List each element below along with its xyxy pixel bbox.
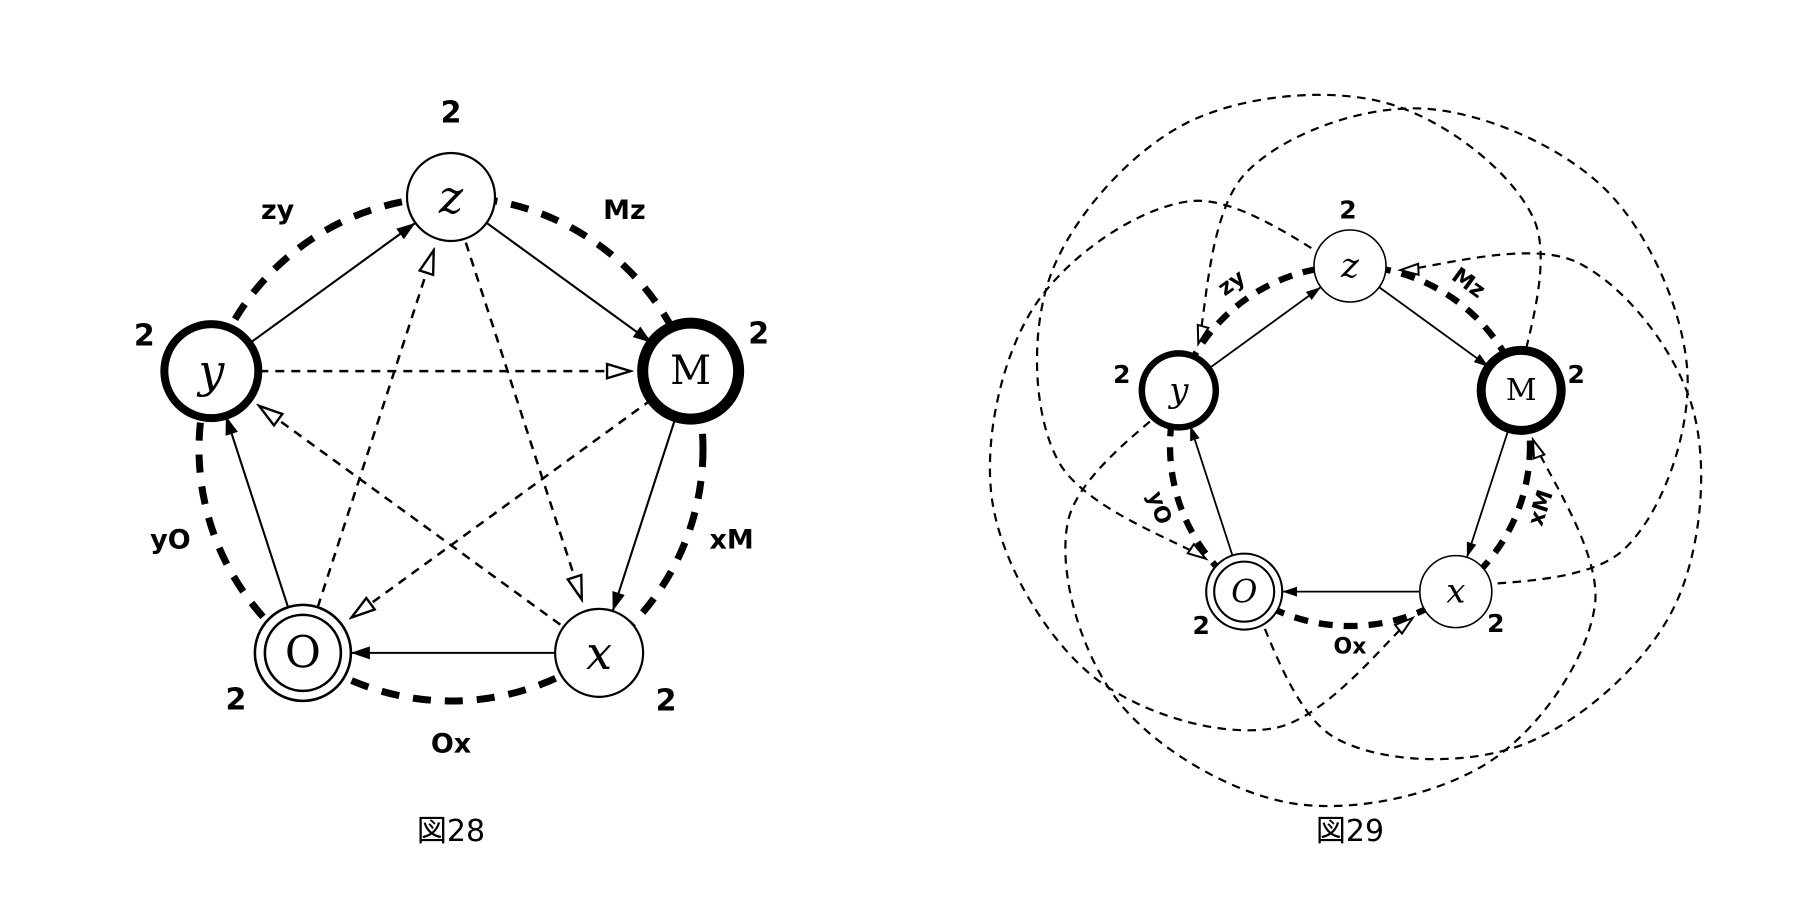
node-label-M: M (670, 348, 711, 394)
node-M (637, 317, 745, 425)
node-O-inner-ring (1213, 560, 1276, 623)
arc-label-Ox: Ox (1334, 635, 1367, 660)
node-label-y: y (1167, 370, 1189, 410)
node-O (253, 603, 353, 703)
node-z (1313, 229, 1387, 303)
node-O (1205, 552, 1284, 631)
weight-label-x: 2 (656, 683, 677, 718)
node-z (405, 151, 497, 243)
loop-edge-y-M (1064, 391, 1597, 808)
figure-28-caption: 図28 (416, 814, 486, 849)
weight-label-z: 2 (441, 96, 462, 131)
arc-label-zy: zy (261, 195, 295, 226)
arc-label-Ox: Ox (431, 729, 471, 760)
arc-label-xM: xM (1524, 487, 1559, 529)
node-x (554, 607, 645, 698)
loop-edge-z-x (988, 199, 1413, 732)
weight-label-O: 2 (1192, 611, 1209, 640)
node-label-z: z (1340, 246, 1360, 286)
node-label-x: x (586, 626, 612, 680)
loop-edge-x-y (1198, 107, 1689, 589)
weight-label-z: 2 (1339, 196, 1356, 225)
node-label-z: z (438, 170, 464, 224)
node-x (1419, 554, 1493, 629)
node-label-M: M (1506, 373, 1537, 408)
weight-label-O: 2 (225, 682, 246, 717)
arc-label-yO: yO (1142, 489, 1176, 528)
node-y (1138, 350, 1220, 431)
weight-label-y: 2 (1113, 360, 1130, 389)
arc-label-zy: zy (1214, 265, 1251, 301)
loop-edge-M-O (1035, 93, 1542, 559)
arc-label-yO: yO (150, 525, 191, 556)
node-y (160, 320, 263, 423)
weight-label-M: 2 (748, 317, 769, 352)
node-label-O: O (285, 627, 321, 678)
loop-edge-O-z (1246, 252, 1703, 761)
node-label-x: x (1446, 572, 1465, 612)
weight-label-M: 2 (1567, 360, 1584, 389)
cycle-ring (1166, 262, 1534, 630)
weight-label-x: 2 (1487, 609, 1504, 638)
dashed-edge-O-z (301, 250, 434, 654)
node-label-y: y (196, 344, 225, 398)
dashed-edge-M-O (351, 370, 692, 617)
weight-label-y: 2 (134, 319, 155, 354)
node-M (1476, 345, 1566, 435)
figure-29-caption: 図29 (1315, 814, 1385, 849)
node-label-O: O (1231, 573, 1257, 611)
arc-label-xM: xM (709, 525, 753, 556)
dashed-edge-x-y (259, 406, 600, 654)
dashed-edge-z-x (449, 196, 582, 600)
node-O-inner-ring (263, 613, 343, 693)
arc-label-Mz: Mz (603, 195, 646, 226)
